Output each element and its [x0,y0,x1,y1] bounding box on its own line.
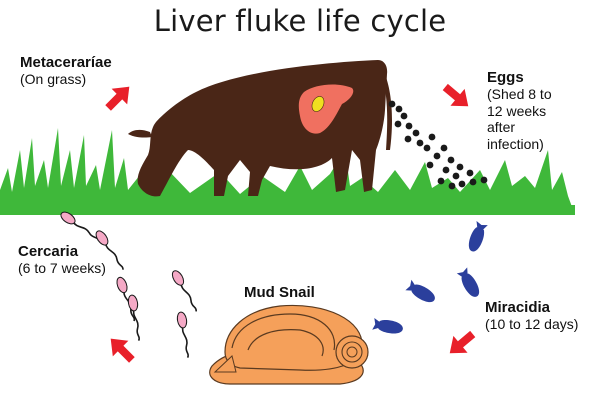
eggs-label: Eggs (Shed 8 to 12 weeks after infection… [487,69,552,152]
miracidia-larva [372,317,403,334]
egg-dot [480,176,488,184]
egg-dot [388,100,396,108]
cycle-arrow-icon [449,330,476,354]
eggs-detail-line: 12 weeks [487,102,547,119]
egg-dot [442,166,450,174]
miracidia-larva [405,279,435,303]
egg-dot [466,169,474,177]
eggs-name: Eggs [487,69,524,86]
diagram-title: Liver fluke life cycle [153,4,447,38]
egg-dot [456,163,464,171]
cycle-arrow-icon [442,83,469,107]
cycle-arrow-icon [110,338,135,363]
egg-dot [416,139,424,147]
miracidia-larva [468,221,488,252]
eggs-detail-line: after [487,119,516,135]
miracidia-name: Miracidia [485,299,551,316]
egg-dot [404,135,412,143]
egg-dot [412,129,420,137]
liver-icon [298,84,354,134]
egg-dot [395,105,403,113]
snail-label: Mud Snail [244,284,315,301]
snail-icon [209,304,369,385]
miracidia-larva [456,267,480,297]
cercaria-name: Cercaria [18,243,79,260]
egg-dot [447,156,455,164]
egg-dots-icon [388,100,488,190]
eggs-detail-line: infection) [487,135,544,152]
snail-name: Mud Snail [244,284,315,301]
egg-dot [426,161,434,169]
cercaria-larva [127,294,140,341]
egg-dot [394,120,402,128]
cercaria-detail: (6 to 7 weeks) [18,260,106,276]
egg-dot [428,133,436,141]
egg-dot [433,152,441,160]
miracidia-label: Miracidia (10 to 12 days) [485,299,578,333]
egg-dot [458,180,466,188]
cercaria-larvae-icon [60,211,197,358]
metacercariae-detail: (On grass) [20,71,87,87]
miracidia-detail: (10 to 12 days) [485,316,579,332]
egg-dot [469,178,477,186]
cercaria-label: Cercaria (6 to 7 weeks) [18,243,106,277]
egg-dot [400,112,408,120]
egg-dot [440,144,448,152]
eggs-detail-line: (Shed 8 to [487,86,552,102]
egg-dot [437,177,445,185]
egg-dot [452,172,460,180]
cycle-arrow-icon [105,86,130,111]
metacercariae-name: Metaceraríae [20,54,112,71]
cow-icon [128,60,392,197]
egg-dot [405,122,413,130]
egg-dot [448,182,456,190]
metacercariae-label: Metaceraríae (On grass) [20,54,112,88]
miracidia-larvae-icon [372,221,488,334]
grass-icon [0,128,575,215]
cercaria-larva [171,270,197,312]
cercaria-larva [176,311,189,358]
egg-dot [423,144,431,152]
cycle-arrows [105,83,476,363]
cercaria-larva [95,230,124,270]
